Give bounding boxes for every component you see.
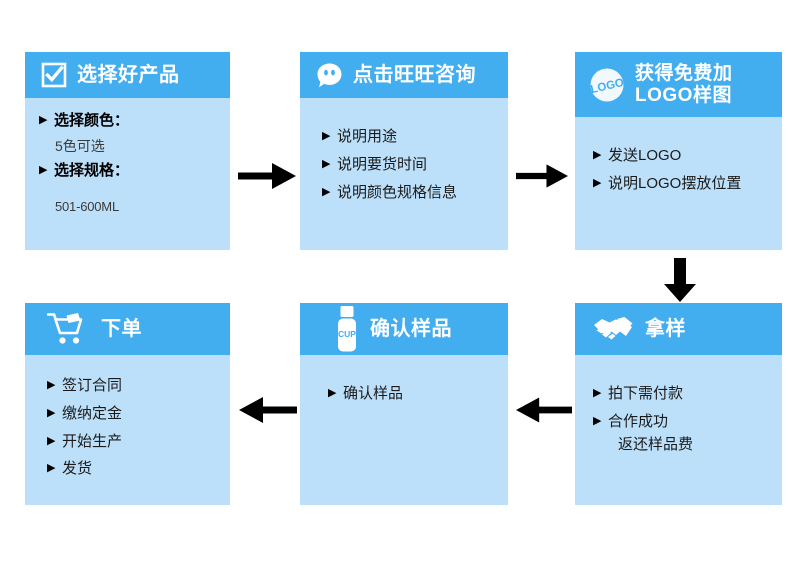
list-item[interactable]: ▶ 缴纳定金 [47, 405, 220, 424]
list-item[interactable]: ▶ 开始生产 [47, 433, 220, 452]
list-item-label: 缴纳定金 [62, 404, 123, 422]
triangle-bullet-icon: ▶ [593, 387, 602, 399]
list-item-label: 发货 [62, 460, 93, 478]
wangwang-chat-icon [316, 62, 343, 89]
cup-bottle-icon: CUP [336, 306, 358, 352]
list-item-sub-label: 501-600ML [55, 198, 119, 214]
triangle-bullet-icon: ▶ [47, 434, 56, 447]
card-body-click-wangwang: ▶ 说明用途 ▶ 说明要货时间 ▶ 说明颜色规格信息 [300, 98, 508, 250]
list-item-sub-label: 5色可选 [55, 137, 105, 154]
card-click-wangwang[interactable]: 点击旺旺咨询 ▶ 说明用途 ▶ 说明要货时间 ▶ 说明颜色规格信息 [300, 52, 508, 250]
triangle-bullet-icon: ▶ [593, 176, 602, 189]
list-item[interactable]: ▶ 说明颜色规格信息 [322, 184, 498, 203]
list-item[interactable]: ▶ 发送LOGO [593, 147, 772, 166]
handshake-icon [593, 314, 633, 344]
list-item-label: 开始生产 [62, 432, 123, 450]
list-item[interactable]: ▶ 签订合同 [47, 377, 220, 396]
triangle-bullet-icon: ▶ [39, 163, 48, 176]
list-item-label: 确认样品 [343, 385, 404, 402]
triangle-bullet-icon: ▶ [322, 157, 331, 170]
triangle-bullet-icon: ▶ [47, 379, 56, 391]
triangle-bullet-icon: ▶ [39, 114, 48, 126]
logo-badge-icon: LOGO [589, 67, 625, 103]
card-body-place-order: ▶ 签订合同 ▶ 缴纳定金 ▶ 开始生产 ▶ 发货 [25, 355, 230, 505]
triangle-bullet-icon: ▶ [322, 185, 331, 198]
card-title-choose-product: 选择好产品 [77, 63, 180, 86]
list-item-continuation: ▶ 返还样品费 [603, 436, 772, 455]
list-item-label: 选择规格： [54, 161, 130, 179]
list-item-label: 返还样品费 [618, 435, 694, 453]
card-body-get-sample: ▶ 拍下需付款 ▶ 合作成功 ▶ 返还样品费 [575, 355, 782, 505]
card-title-get-sample: 拿样 [645, 317, 686, 340]
list-item-label: 发送LOGO [608, 147, 682, 164]
list-item-label: 说明LOGO摆放位置 [608, 174, 742, 192]
card-title-place-order: 下单 [101, 317, 142, 340]
card-header-click-wangwang: 点击旺旺咨询 [300, 52, 508, 98]
card-header-free-logo-sample: LOGO 获得免费加 LOGO样图 [575, 52, 782, 117]
card-header-choose-product: 选择好产品 [25, 52, 230, 98]
card-get-sample[interactable]: 拿样 ▶ 拍下需付款 ▶ 合作成功 ▶ 返还样品费 [575, 303, 782, 505]
list-item-label: 说明要货时间 [337, 155, 428, 173]
arrow-down-1 [663, 258, 697, 302]
card-title-free-logo-sample: 获得免费加 LOGO样图 [635, 63, 733, 106]
svg-text:CUP: CUP [338, 329, 356, 339]
card-body-free-logo-sample: ▶ 发送LOGO ▶ 说明LOGO摆放位置 [575, 117, 782, 250]
list-item[interactable]: ▶ 说明LOGO摆放位置 [593, 175, 772, 194]
card-place-order[interactable]: 下单 ▶ 签订合同 ▶ 缴纳定金 ▶ 开始生产 ▶ 发货 [25, 303, 230, 505]
list-item[interactable]: ▶ 选择颜色： [39, 112, 220, 131]
list-item[interactable]: ▶ 选择规格： [39, 162, 220, 181]
arrow-right-1 [238, 160, 296, 192]
card-body-confirm-sample: ▶ 确认样品 [300, 355, 508, 505]
list-item[interactable]: ▶ 说明用途 [322, 128, 498, 147]
list-item[interactable]: ▶ 合作成功 [593, 413, 772, 432]
list-item[interactable]: ▶ 确认样品 [328, 385, 498, 404]
checkbox-check-icon [41, 62, 67, 88]
triangle-bullet-icon: ▶ [47, 406, 56, 419]
list-item[interactable]: ▶ 发货 [47, 460, 220, 479]
card-title-confirm-sample: 确认样品 [370, 317, 452, 340]
triangle-bullet-icon: ▶ [593, 414, 602, 427]
card-free-logo-sample[interactable]: LOGO 获得免费加 LOGO样图 ▶ 发送LOGO ▶ 说明LOGO摆放位置 [575, 52, 782, 250]
card-header-get-sample: 拿样 [575, 303, 782, 355]
card-choose-product[interactable]: 选择好产品 ▶ 选择颜色： 5色可选 ▶ 选择规格： 501-600ML [25, 52, 230, 250]
arrow-left-1 [516, 394, 572, 426]
list-item-label: 选择颜色： [54, 112, 130, 129]
list-item[interactable]: ▶ 拍下需付款 [593, 385, 772, 404]
list-item[interactable]: ▶ 说明要货时间 [322, 156, 498, 175]
card-confirm-sample[interactable]: CUP 确认样品 ▶ 确认样品 [300, 303, 508, 505]
card-body-choose-product: ▶ 选择颜色： 5色可选 ▶ 选择规格： 501-600ML [25, 98, 230, 250]
triangle-bullet-icon: ▶ [47, 462, 56, 475]
arrow-right-2 [516, 160, 568, 192]
triangle-bullet-icon: ▶ [322, 130, 331, 142]
list-item-label: 签订合同 [62, 377, 123, 394]
list-item-label: 合作成功 [608, 412, 669, 430]
card-header-place-order: 下单 [25, 303, 230, 355]
list-item-label: 说明颜色规格信息 [337, 183, 458, 201]
list-item-label: 说明用途 [337, 128, 398, 145]
shopping-cart-icon [47, 312, 85, 346]
triangle-bullet-icon: ▶ [593, 149, 602, 161]
card-title-click-wangwang: 点击旺旺咨询 [353, 63, 476, 86]
list-item-label: 拍下需付款 [608, 385, 684, 402]
arrow-left-2 [238, 394, 298, 426]
triangle-bullet-icon: ▶ [328, 387, 337, 399]
card-header-confirm-sample: CUP 确认样品 [300, 303, 508, 355]
